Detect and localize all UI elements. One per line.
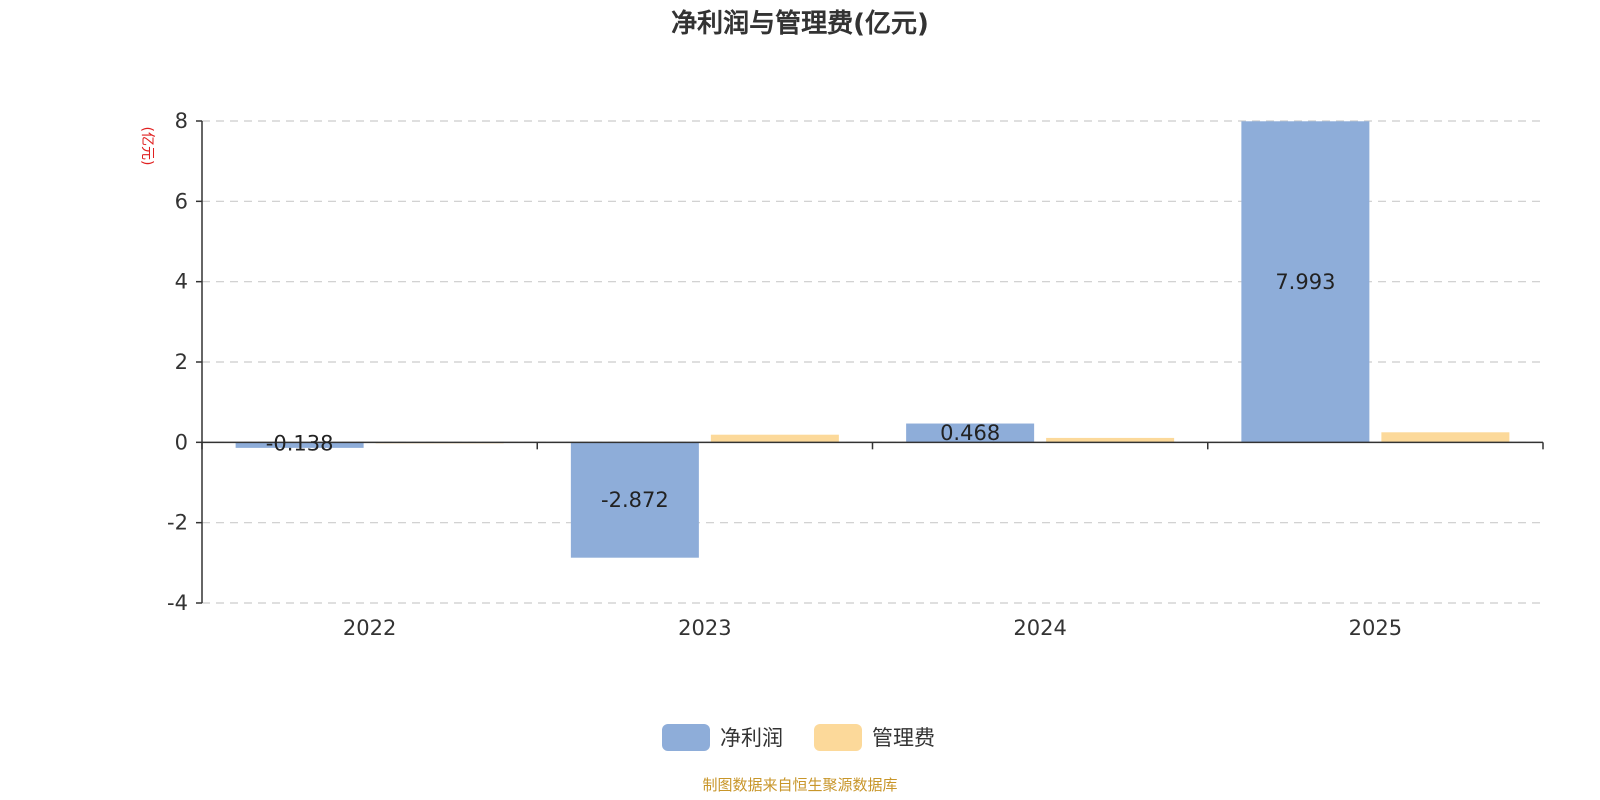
- bar-net-profit: [906, 423, 1035, 443]
- data-labels: -0.138 -2.872 0.468 7.993: [266, 270, 1336, 512]
- legend: 净利润 管理费: [662, 724, 935, 751]
- legend-item-admin-expense[interactable]: 管理费: [814, 724, 935, 751]
- data-label-net-profit: -2.872: [601, 488, 669, 512]
- y-tick-label: 2: [175, 350, 188, 374]
- legend-swatch-net-profit: [662, 724, 710, 751]
- data-label-net-profit: 0.468: [940, 421, 1000, 445]
- axes: -4 -2 0 2 4 6 8 2022 2023 2024 2025: [167, 109, 1544, 640]
- y-axis-label: (亿元): [139, 127, 155, 166]
- x-tick-label: 2022: [343, 616, 396, 640]
- legend-label-net-profit: 净利润: [720, 726, 783, 750]
- legend-swatch-admin-expense: [814, 724, 862, 751]
- y-tick-label: -2: [167, 511, 188, 535]
- bar-admin-expense: [1381, 432, 1510, 443]
- y-tick-label: 4: [175, 270, 188, 294]
- chart-title: 净利润与管理费(亿元): [671, 8, 929, 39]
- bar-net-profit: [235, 442, 364, 448]
- legend-item-net-profit[interactable]: 净利润: [662, 724, 783, 751]
- y-tick-label: 8: [175, 109, 188, 133]
- x-tick-label: 2025: [1349, 616, 1402, 640]
- y-tick-label: 0: [175, 430, 188, 454]
- y-tick-label: -4: [167, 591, 188, 615]
- bars: [235, 121, 1510, 558]
- bar-net-profit: [570, 442, 699, 558]
- bar-admin-expense: [1046, 437, 1175, 443]
- bar-admin-expense: [710, 434, 839, 443]
- bar-net-profit: [1241, 121, 1370, 443]
- source-note: 制图数据来自恒生聚源数据库: [702, 776, 897, 794]
- data-label-net-profit: -0.138: [266, 431, 334, 455]
- x-tick-label: 2024: [1013, 616, 1066, 640]
- legend-label-admin-expense: 管理费: [872, 726, 935, 750]
- x-tick-label: 2023: [678, 616, 731, 640]
- data-label-net-profit: 7.993: [1275, 270, 1335, 294]
- y-tick-label: 6: [175, 189, 188, 213]
